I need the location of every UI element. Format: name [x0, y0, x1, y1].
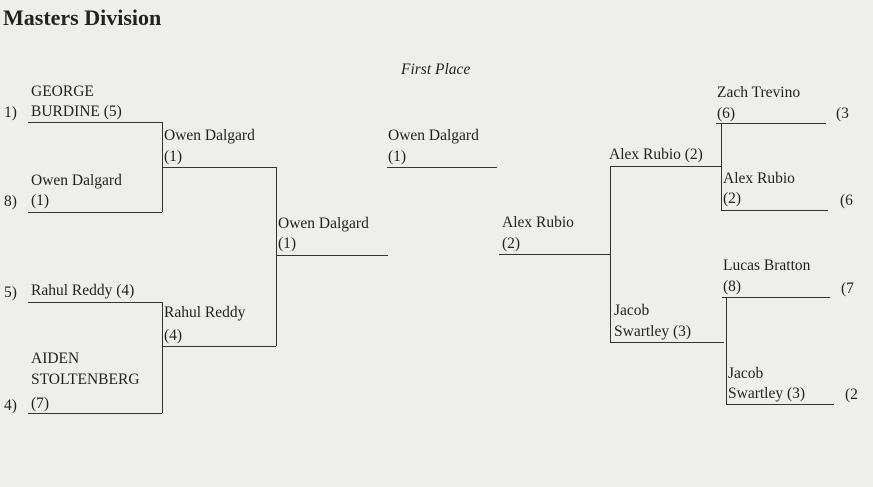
seed-label: (2	[845, 386, 858, 403]
champion-seed: (1)	[388, 148, 407, 165]
player-name: Jacob	[728, 365, 764, 382]
player-name: (4)	[164, 327, 183, 344]
player-name: (1)	[278, 235, 297, 252]
champion-name: Owen Dalgard	[388, 127, 479, 144]
bracket-line	[387, 167, 497, 168]
player-name: Owen Dalgard	[164, 127, 255, 144]
player-name: Swartley (3)	[728, 385, 806, 402]
bracket-connector	[162, 302, 163, 413]
player-name: Alex Rubio	[723, 170, 795, 187]
page-title: Masters Division	[3, 5, 162, 30]
bracket-line	[28, 302, 162, 303]
seed-label: (6	[840, 192, 853, 209]
bracket-line	[726, 404, 834, 405]
player-name: Lucas Bratton	[723, 257, 811, 274]
first-place-label: First Place	[401, 61, 471, 78]
bracket-line	[716, 123, 826, 124]
bracket-connector	[610, 166, 611, 342]
bracket-line	[276, 255, 388, 256]
seed-label: 8)	[4, 193, 17, 210]
bracket-line	[610, 166, 722, 167]
bracket-line	[721, 210, 828, 211]
player-name: Swartley (3)	[614, 323, 692, 340]
player-name: Alex Rubio	[502, 214, 574, 231]
player-name: Owen Dalgard	[31, 172, 122, 189]
player-name: GEORGE	[31, 83, 94, 100]
player-name: (2)	[502, 235, 521, 252]
player-name: (1)	[164, 148, 183, 165]
player-name: (6)	[717, 105, 736, 122]
player-name: AIDEN	[31, 350, 80, 367]
bracket-line	[28, 413, 162, 414]
bracket-line	[162, 167, 276, 168]
bracket-line	[610, 342, 724, 343]
player-name: (1)	[31, 192, 50, 209]
seed-label: 5)	[4, 284, 17, 301]
player-name: BURDINE (5)	[31, 103, 122, 120]
player-name: (7)	[31, 395, 50, 412]
bracket-connector	[276, 167, 277, 346]
seed-label: 1)	[4, 104, 17, 121]
bracket-line	[28, 212, 162, 213]
player-name: Jacob	[614, 302, 650, 319]
player-name: Rahul Reddy (4)	[31, 282, 135, 299]
bracket-line	[162, 346, 276, 347]
player-name: Owen Dalgard	[278, 215, 369, 232]
player-name: (2)	[723, 190, 742, 207]
bracket-line	[499, 254, 611, 255]
seed-label: (7	[841, 280, 854, 297]
seed-label: (3	[836, 105, 849, 122]
player-name: (8)	[723, 278, 742, 295]
bracket-line	[28, 122, 162, 123]
seed-label: 4)	[4, 397, 17, 414]
bracket-connector	[726, 297, 727, 404]
player-name: Rahul Reddy	[164, 304, 246, 321]
player-name: Zach Trevino	[717, 84, 801, 101]
player-name: STOLTENBERG	[31, 371, 140, 388]
bracket-connector	[721, 123, 722, 210]
bracket-line	[722, 297, 830, 298]
player-name: Alex Rubio (2)	[609, 146, 703, 163]
